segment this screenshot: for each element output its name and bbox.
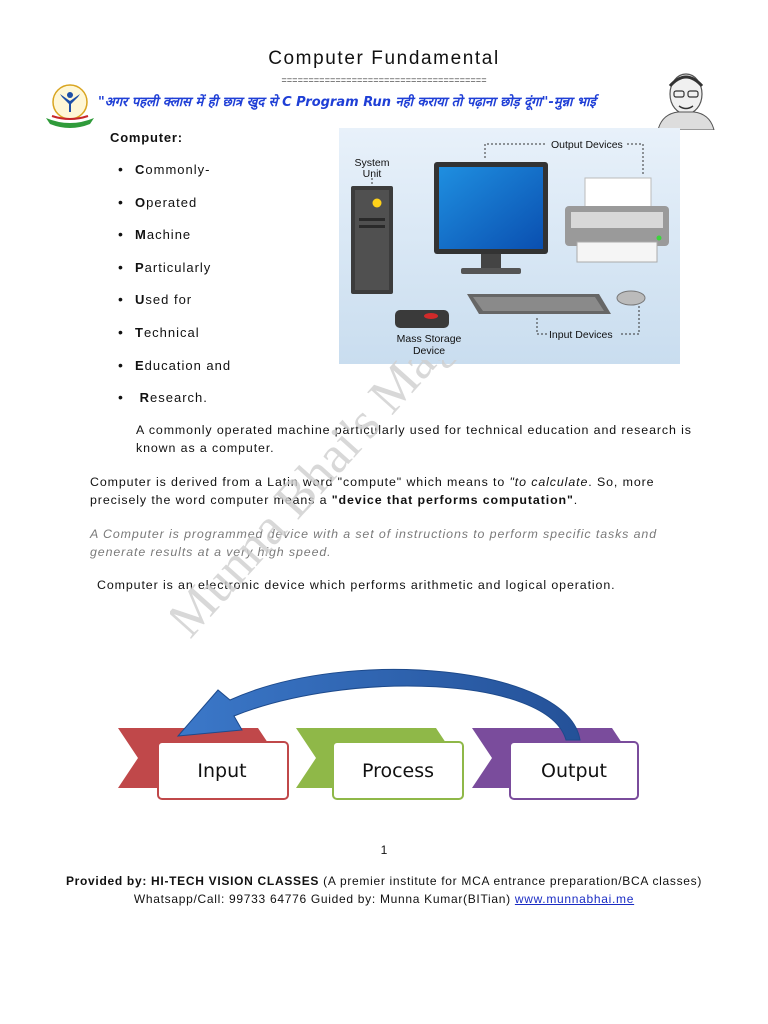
input-box bbox=[157, 741, 289, 800]
storage-device-icon bbox=[395, 310, 449, 328]
acronym-letter: R bbox=[135, 390, 150, 406]
definition-paragraph: A commonly operated machine particularly… bbox=[136, 423, 692, 455]
acronym-word: esearch. bbox=[150, 390, 208, 406]
keyboard-icon bbox=[467, 294, 611, 314]
ipo-flow-diagram: Input Process Output bbox=[118, 668, 639, 800]
footer-line-2: Whatsapp/Call: 99733 64776 Guided by: Mu… bbox=[0, 890, 768, 908]
bullet: • bbox=[118, 389, 124, 406]
page-title: Computer Fundamental bbox=[268, 48, 500, 69]
bullet: • bbox=[118, 258, 124, 275]
author-portrait bbox=[657, 73, 715, 130]
bullet: • bbox=[118, 323, 124, 340]
acronym-word: echnical bbox=[143, 324, 200, 340]
acronym-letter: C bbox=[135, 162, 146, 177]
footer-line-1: Provided by: HI-TECH VISION CLASSES (A p… bbox=[0, 872, 768, 890]
emphasized-definition: "device that performs computation" bbox=[331, 493, 574, 507]
input-devices-label: Input Devices bbox=[549, 329, 613, 341]
institute-logo bbox=[46, 84, 94, 128]
acronym-word: sed for bbox=[145, 292, 193, 308]
list-item: • M achine bbox=[118, 227, 231, 260]
input-label: Input bbox=[197, 760, 246, 782]
title-underline: ====================================== bbox=[281, 76, 487, 86]
electronic-device-paragraph: Computer is an electronic device which p… bbox=[97, 578, 616, 592]
programmed-device-paragraph: A Computer is programmed device with a s… bbox=[90, 527, 657, 559]
acronym-word: achine bbox=[146, 227, 192, 243]
etymology-paragraph: Computer is derived from a Latin word "c… bbox=[90, 473, 690, 509]
contact-info: Whatsapp/Call: 99733 64776 Guided by: Mu… bbox=[133, 892, 515, 906]
website-link[interactable]: www.munnabhai.me bbox=[514, 892, 635, 906]
acronym-letter: M bbox=[135, 227, 147, 243]
acronym-word: ducation and bbox=[144, 357, 232, 373]
acronym-letter: P bbox=[135, 259, 145, 275]
mouse-icon bbox=[616, 290, 646, 306]
output-box bbox=[509, 741, 639, 800]
bullet: • bbox=[118, 226, 124, 243]
text-span: . bbox=[573, 493, 579, 507]
page-number: 1 bbox=[380, 843, 388, 857]
output-devices-label: Output Devices bbox=[551, 139, 623, 151]
bullet: • bbox=[118, 161, 124, 177]
acronym-word: perated bbox=[146, 194, 198, 210]
diagonal-watermark: Munna Bhai's Magical bbox=[170, 360, 514, 648]
acronym-word: ommonly- bbox=[145, 162, 211, 177]
acronym-word: articularly bbox=[144, 259, 212, 275]
printer-icon bbox=[565, 177, 669, 263]
quoted-meaning: "to calculate bbox=[509, 475, 589, 489]
hindi-tagline: "अगर पहली क्लास में ही छात्र खुद से C Pr… bbox=[98, 95, 596, 110]
monitor-icon bbox=[434, 162, 548, 274]
text-span: . So, more precisely the word computer m… bbox=[90, 475, 655, 507]
acronym-letter: E bbox=[135, 357, 145, 373]
bullet: • bbox=[118, 356, 124, 373]
bullet: • bbox=[118, 291, 124, 308]
feedback-arrow bbox=[176, 668, 581, 741]
process-label: Process bbox=[362, 760, 434, 782]
page-footer: Provided by: HI-TECH VISION CLASSES (A p… bbox=[0, 872, 768, 908]
acronym-letter: O bbox=[135, 194, 147, 210]
output-label: Output bbox=[541, 760, 607, 782]
bullet: • bbox=[118, 193, 124, 210]
institute-name: Provided by: HI-TECH VISION CLASSES bbox=[65, 874, 320, 888]
acronym-letter: U bbox=[135, 292, 146, 308]
text-span: Computer is derived from a Latin word "c… bbox=[90, 475, 510, 489]
section-heading: Computer: bbox=[110, 130, 183, 145]
process-box bbox=[332, 741, 464, 800]
system-unit-icon bbox=[351, 186, 393, 294]
acronym-letter: T bbox=[135, 324, 144, 340]
institute-description: (A premier institute for MCA entrance pr… bbox=[319, 874, 703, 888]
